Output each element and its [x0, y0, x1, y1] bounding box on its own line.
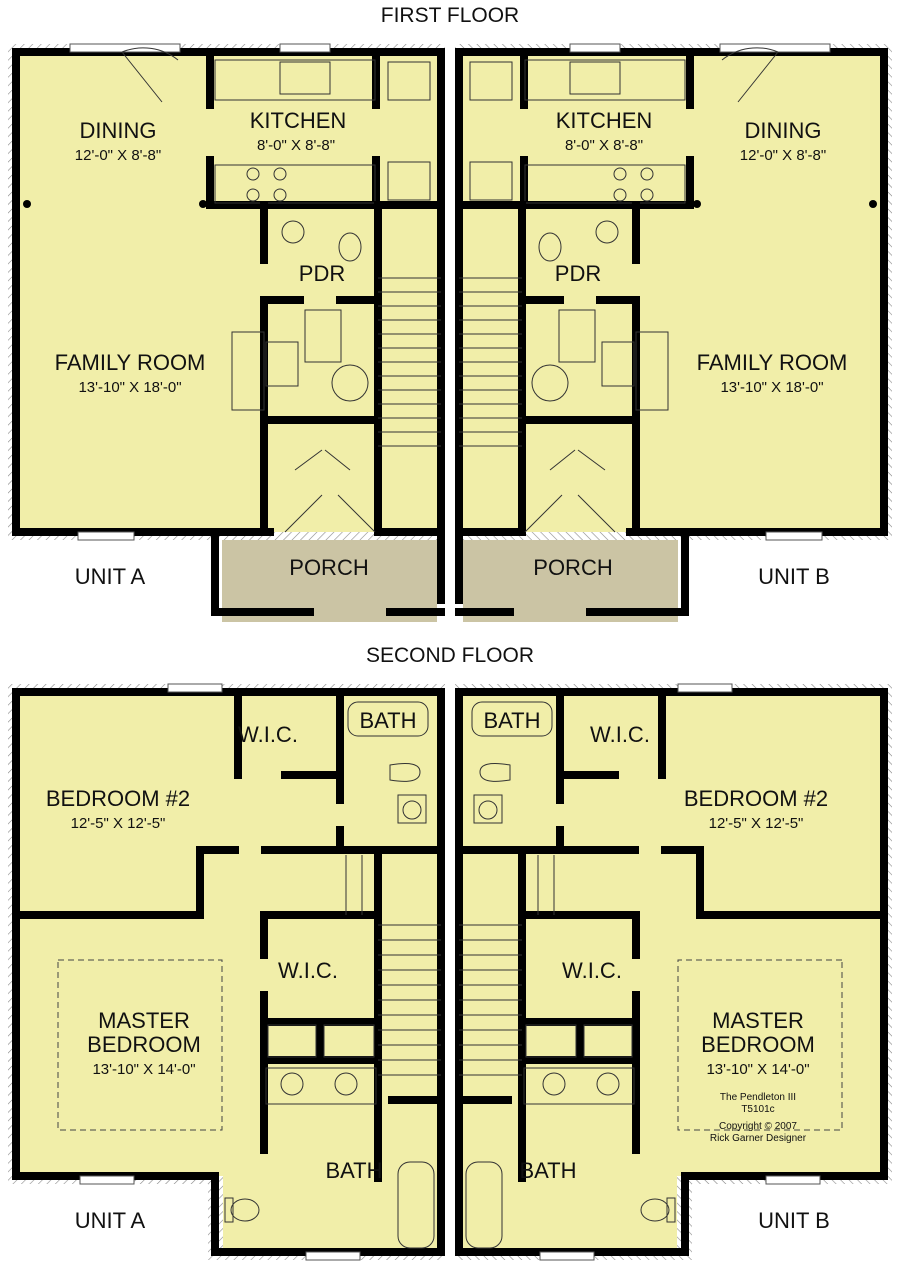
unit-b-wic-small-label: W.I.C. [590, 722, 650, 747]
unit-b-dining-label: DINING [745, 118, 822, 143]
unit-b-master-line1: MASTER [712, 1008, 804, 1033]
designer: Rick Garner Designer [710, 1133, 807, 1144]
unit-a-second-floor-label: UNIT A [75, 1208, 146, 1233]
unit-a-dining-dim: 12'-0" X 8'-8" [75, 147, 161, 164]
unit-b-family-room-dim: 13'-10" X 18'-0" [720, 379, 823, 396]
unit-b-kitchen-label: KITCHEN [556, 108, 653, 133]
plan-name: The Pendleton III [720, 1092, 796, 1103]
unit-b-bath-top-label: BATH [483, 708, 540, 733]
unit-a-first-floor-label: UNIT A [75, 564, 146, 589]
unit-a-wic-master-label: W.I.C. [278, 958, 338, 983]
unit-a-bedroom2-label: BEDROOM #2 [46, 786, 190, 811]
copyright: Copyright © 2007 [719, 1121, 797, 1132]
unit-a-bedroom2-dim: 12'-5" X 12'-5" [71, 815, 166, 832]
plan-code: T5101c [741, 1104, 774, 1115]
first-floor-title: FIRST FLOOR [381, 4, 519, 27]
unit-b-first-floor-label: UNIT B [758, 564, 830, 589]
unit-b-bedroom2-dim: 12'-5" X 12'-5" [709, 815, 804, 832]
unit-b-bedroom2-label: BEDROOM #2 [684, 786, 828, 811]
unit-b-second-floor-label: UNIT B [758, 1208, 830, 1233]
unit-a-kitchen-label: KITCHEN [250, 108, 347, 133]
unit-b-porch-label: PORCH [533, 555, 612, 580]
second-floor-title: SECOND FLOOR [366, 644, 534, 667]
unit-b-master-line2: BEDROOM [701, 1032, 815, 1057]
unit-b-kitchen-dim: 8'-0" X 8'-8" [565, 137, 643, 154]
unit-b-master-dim: 13'-10" X 14'-0" [706, 1061, 809, 1078]
unit-a-pdr-label: PDR [299, 261, 345, 286]
unit-a-wic-small-label: W.I.C. [238, 722, 298, 747]
unit-a-bath-master-label: BATH [325, 1158, 382, 1183]
unit-b-family-room-label: FAMILY ROOM [697, 350, 848, 375]
unit-a-porch-label: PORCH [289, 555, 368, 580]
unit-a-kitchen-dim: 8'-0" X 8'-8" [257, 137, 335, 154]
unit-a-master-line2: BEDROOM [87, 1032, 201, 1057]
unit-b-bath-master-label: BATH [519, 1158, 576, 1183]
unit-a-bath-top-label: BATH [359, 708, 416, 733]
first-floor-unit-b-plan [455, 44, 892, 622]
unit-a-master-line1: MASTER [98, 1008, 190, 1033]
unit-a-family-room-dim: 13'-10" X 18'-0" [78, 379, 181, 396]
unit-b-dining-dim: 12'-0" X 8'-8" [740, 147, 826, 164]
unit-b-wic-master-label: W.I.C. [562, 958, 622, 983]
unit-a-dining-label: DINING [80, 118, 157, 143]
unit-a-master-dim: 13'-10" X 14'-0" [92, 1061, 195, 1078]
first-floor-unit-a-plan [8, 44, 445, 622]
unit-b-pdr-label: PDR [555, 261, 601, 286]
unit-a-family-room-label: FAMILY ROOM [55, 350, 206, 375]
